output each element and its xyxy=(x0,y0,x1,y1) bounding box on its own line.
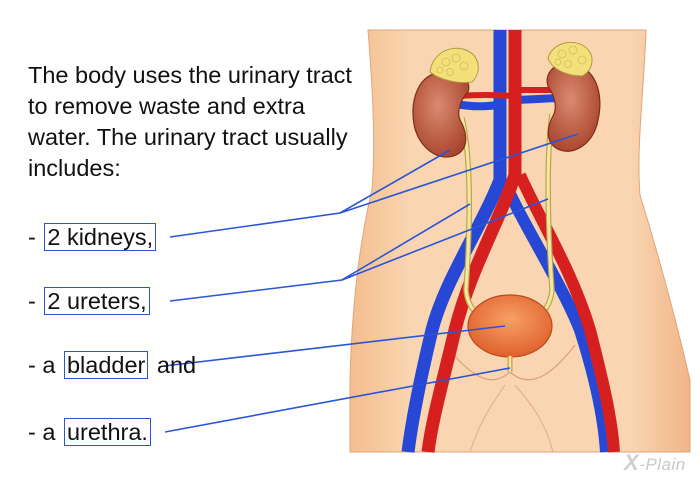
item-prefix: - xyxy=(28,224,42,250)
xplain-logo: X-Plain xyxy=(624,450,686,476)
item-prefix: - a xyxy=(28,352,62,378)
label-box-ureters: 2 ureters, xyxy=(44,287,149,315)
list-item-ureters: - 2 ureters, xyxy=(28,287,152,315)
list-item-urethra: - a urethra. xyxy=(28,418,153,446)
item-prefix: - xyxy=(28,288,42,314)
item-suffix: and xyxy=(150,352,196,378)
label-box-bladder: bladder xyxy=(64,351,148,379)
list-item-kidneys: - 2 kidneys, xyxy=(28,223,158,251)
label-box-kidneys: 2 kidneys, xyxy=(44,223,156,251)
logo-name: -Plain xyxy=(639,455,685,474)
item-prefix: - a xyxy=(28,419,62,445)
label-box-urethra: urethra. xyxy=(64,418,151,446)
renal-vein-left xyxy=(455,104,504,106)
intro-paragraph: The body uses the urinary tract to remov… xyxy=(28,60,358,184)
logo-mark: X xyxy=(624,450,639,475)
list-item-bladder: - a bladder and xyxy=(28,351,196,379)
bladder xyxy=(468,295,552,357)
